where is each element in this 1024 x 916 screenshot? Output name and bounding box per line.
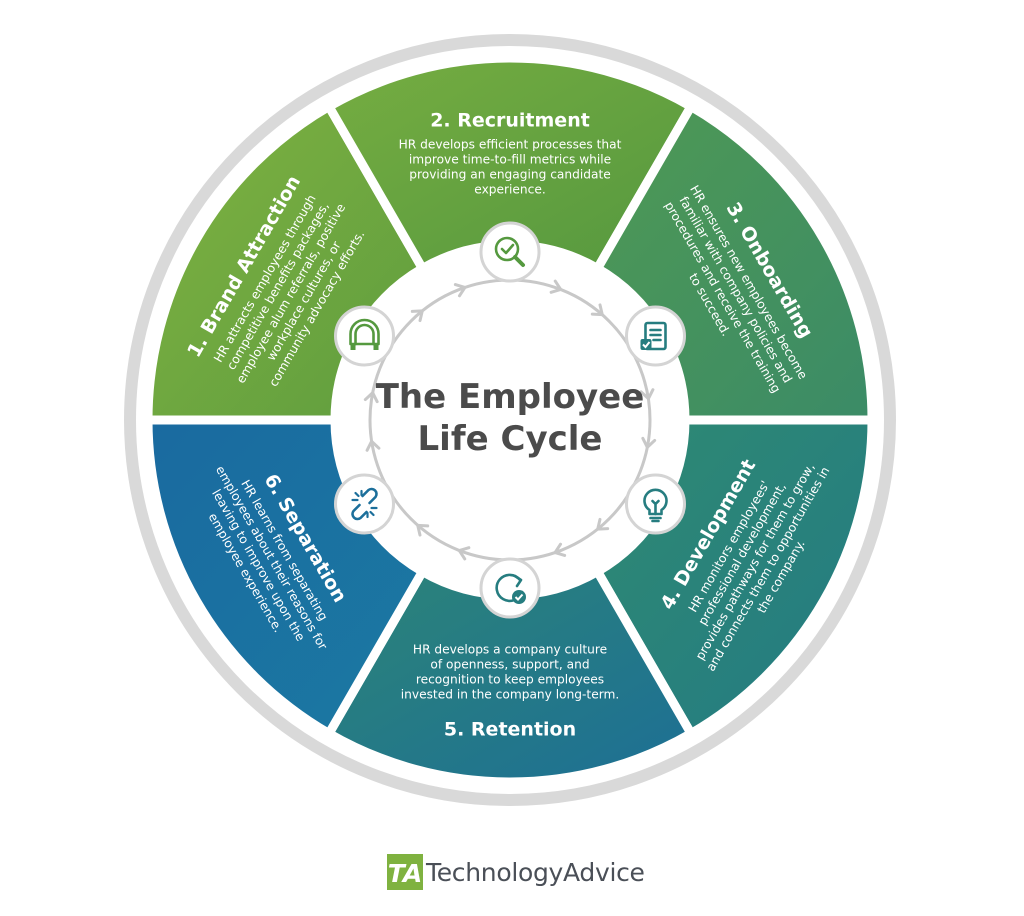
- center-disc: [335, 245, 685, 595]
- cycle-arrowhead: [410, 309, 424, 323]
- stage-text-5: 5. Retention HR develops a company cultur…: [401, 643, 619, 741]
- ta-logo-mark-text: TA: [388, 859, 422, 888]
- checklist-icon: [624, 305, 686, 367]
- cycle-arrowhead: [457, 546, 471, 561]
- cycle-arrowhead: [549, 279, 563, 294]
- stage-title-5: 5. Retention: [444, 719, 576, 741]
- ta-logo-mark: TA: [387, 854, 423, 890]
- cycle-check-icon: [479, 557, 541, 619]
- stage-description-line: of openness, support, and: [430, 658, 589, 672]
- cycle-arrowhead: [596, 517, 610, 531]
- stage-text-2: 2. Recruitment HR develops efficient proc…: [399, 110, 622, 197]
- cycle-arrowhead: [416, 523, 430, 537]
- cycle-arrowhead: [453, 283, 467, 298]
- stage-description-line: experience.: [474, 183, 545, 197]
- cycle-arrowhead: [590, 303, 604, 317]
- magnifier-check-icon: [479, 221, 541, 283]
- cycle-arrowhead: [553, 542, 567, 557]
- stage-description-line: recognition to keep employees: [416, 673, 604, 687]
- stage-description-line: HR develops efficient processes that: [399, 138, 622, 152]
- stage-description-line: invested in the company long-term.: [401, 688, 619, 702]
- cycle-arrowhead: [639, 388, 655, 401]
- cycle-arrowhead: [363, 391, 379, 404]
- stage-description-line: providing an engaging candidate: [409, 168, 610, 182]
- stage-description-line: HR develops a company culture: [413, 643, 607, 657]
- technologyadvice-logo: TA TechnologyAdvice: [387, 852, 645, 892]
- center-title-line2: Life Cycle: [418, 419, 603, 459]
- stage-description-line: improve time-to-fill metrics while: [409, 153, 611, 167]
- center-title-line1: The Employee: [376, 377, 645, 417]
- magnet-icon: [334, 305, 396, 367]
- broken-link-icon: [334, 473, 396, 535]
- cycle-arrowhead: [365, 439, 381, 452]
- cycle-arrowhead: [641, 436, 657, 449]
- logo-text: TechnologyAdvice: [426, 857, 645, 887]
- stage-title-2: 2. Recruitment: [430, 110, 590, 132]
- lightbulb-icon: [624, 473, 686, 535]
